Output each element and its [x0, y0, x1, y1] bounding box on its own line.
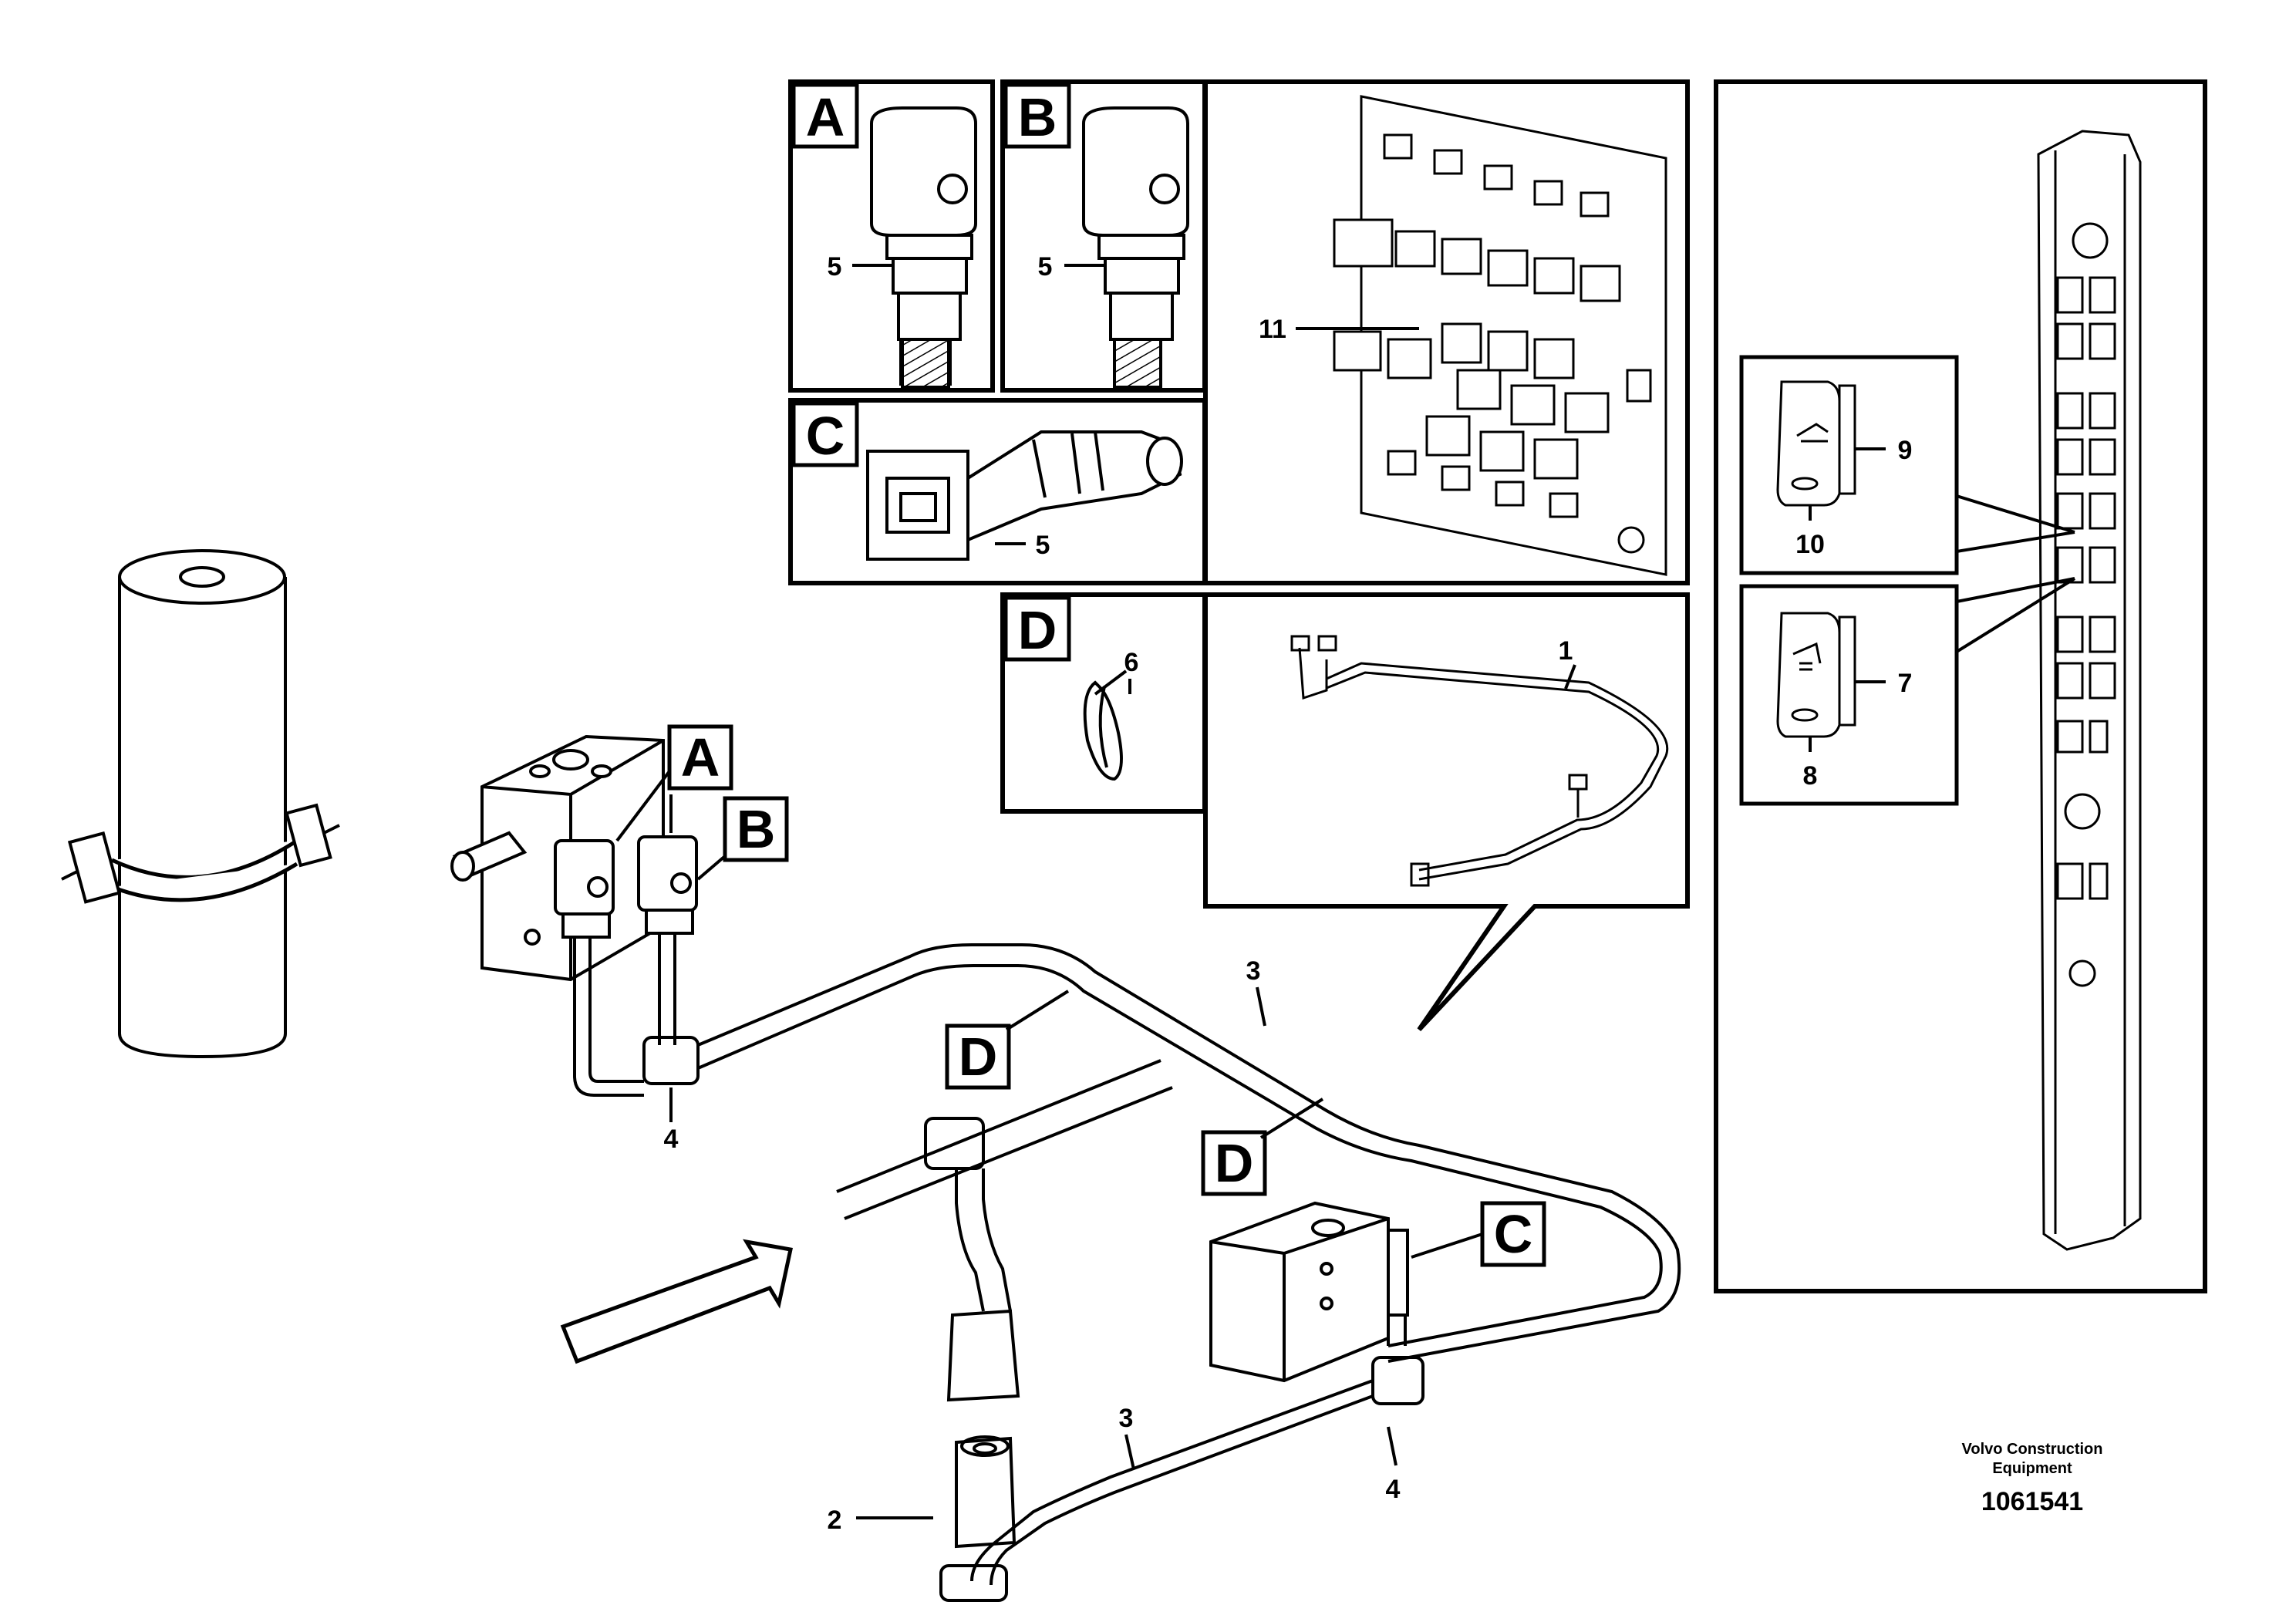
- detail-letter-a: A: [806, 87, 845, 147]
- callout-9: 9: [1898, 436, 1913, 465]
- main-callout-a: A: [615, 724, 733, 842]
- detail-letter-d: D: [1018, 600, 1057, 660]
- arrow-direction-icon: [560, 1239, 793, 1364]
- drawing-number: 1061541: [1981, 1487, 2083, 1516]
- callout-5-a: 5: [828, 252, 842, 282]
- solenoid-a-drawing: [870, 106, 977, 389]
- callout-8: 8: [1803, 761, 1818, 791]
- secondary-harness: [836, 1059, 1173, 1549]
- callout-5-b: 5: [1038, 252, 1053, 282]
- callout-7: 7: [1898, 669, 1913, 698]
- solenoid-b-drawing: [1082, 106, 1189, 389]
- main-letter-c: C: [1494, 1204, 1533, 1264]
- callout-11: 11: [1259, 315, 1286, 344]
- detail-panel-b: B 5: [1000, 79, 1207, 393]
- callout-4-lower: 4: [1386, 1475, 1401, 1504]
- main-callout-d-upper: D: [945, 990, 1070, 1090]
- pressure-switch: [1209, 1201, 1409, 1383]
- switch-inset-upper: [1776, 380, 1856, 507]
- callout-1: 1: [1559, 636, 1573, 666]
- main-letter-d-lower: D: [1215, 1133, 1254, 1193]
- cable-tie-drawing: [1083, 669, 1128, 781]
- main-number-callouts: [669, 986, 1397, 1519]
- detail-letter-b: B: [1018, 87, 1057, 147]
- footer-brand-line1: Volvo Construction: [1962, 1441, 2103, 1458]
- detail-panel-relay-board: 11: [1203, 79, 1690, 585]
- detail-letter-c: C: [806, 406, 845, 466]
- relay-board-drawing: [1333, 95, 1667, 576]
- detail-panel-c: C 5: [788, 398, 1207, 585]
- detail-panel-d: D 6: [1000, 592, 1207, 814]
- detail-panel-switch-column: 9 10 7 8: [1714, 79, 2207, 1293]
- callout-4-upper: 4: [664, 1125, 679, 1154]
- callout-3-lower: 3: [1119, 1404, 1134, 1433]
- callout-6: 6: [1124, 648, 1139, 677]
- main-letter-d-upper: D: [959, 1027, 998, 1087]
- detail-panel-hose-assembly: 1: [1203, 592, 1690, 1032]
- connector-c-drawing: [866, 430, 1183, 561]
- valve-solenoids: [554, 835, 698, 939]
- switch-column-drawing: [2037, 130, 2142, 1251]
- footer-brand-line2: Equipment: [1992, 1460, 2072, 1477]
- switch-inset-lower: [1776, 612, 1856, 738]
- accumulator-cylinder: [61, 549, 340, 1059]
- hose-assembly-drawing: [1290, 635, 1669, 887]
- main-letter-b: B: [737, 799, 776, 859]
- callout-5-c: 5: [1036, 531, 1050, 560]
- main-callout-d-lower: D: [1201, 1098, 1324, 1196]
- main-callout-b: B: [696, 796, 789, 881]
- callout-3-upper: 3: [1246, 956, 1261, 986]
- detail-panel-a: A 5: [788, 79, 995, 393]
- callout-10: 10: [1795, 530, 1825, 559]
- callout-2: 2: [828, 1506, 842, 1535]
- main-callout-c: C: [1411, 1201, 1546, 1267]
- main-letter-a: A: [681, 727, 720, 787]
